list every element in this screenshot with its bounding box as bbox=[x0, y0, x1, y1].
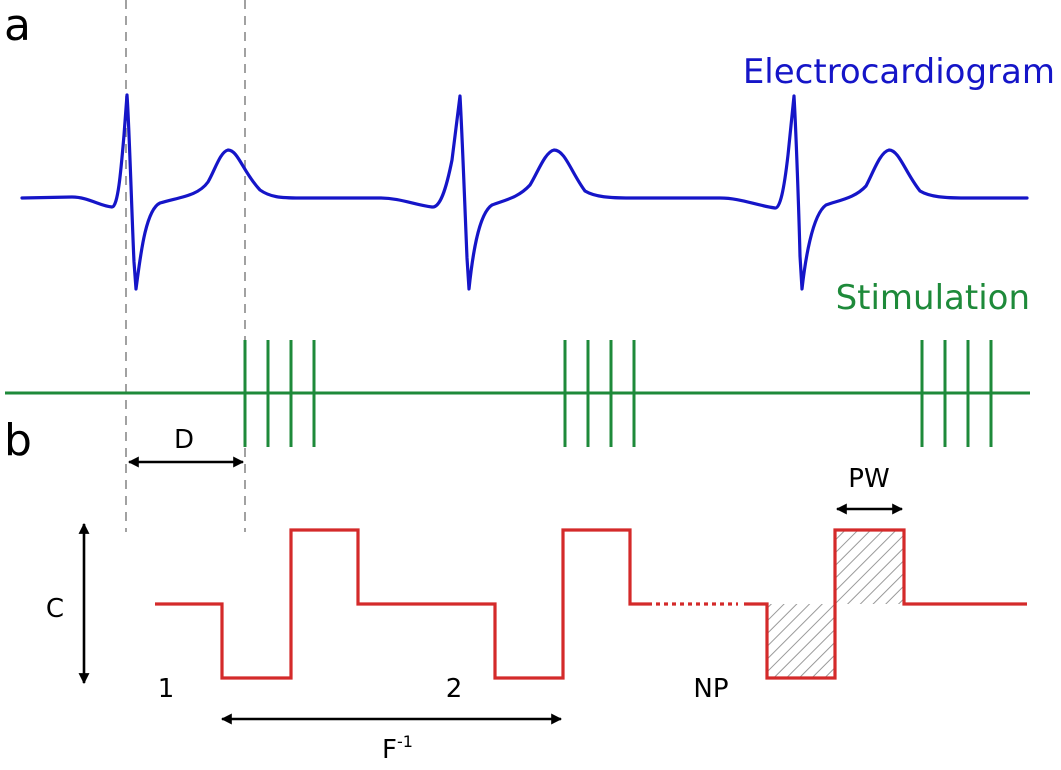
period-label: F-1 bbox=[382, 732, 413, 765]
ecg-trace bbox=[20, 93, 1029, 291]
pulse-waveform-part-1 bbox=[155, 528, 652, 680]
stimulation-burst-3 bbox=[920, 340, 993, 447]
delay-label: D bbox=[174, 425, 194, 455]
stimulation-label: Stimulation bbox=[836, 278, 1030, 318]
panel-label-a: a bbox=[4, 0, 31, 51]
hatch-anodic-phase bbox=[835, 530, 904, 604]
pulse-index-np: NP bbox=[693, 674, 728, 704]
pulse-index-1: 1 bbox=[158, 674, 175, 704]
ecg-label: Electrocardiogram bbox=[743, 52, 1055, 92]
stimulation-burst-2 bbox=[563, 340, 636, 447]
stimulation-burst-1 bbox=[243, 340, 316, 447]
period-label-exponent: -1 bbox=[397, 732, 413, 751]
hatch-cathodic-phase bbox=[767, 604, 835, 678]
pulse-waveform-part-2 bbox=[744, 528, 1027, 680]
panel-label-b: b bbox=[4, 415, 32, 466]
period-label-base: F bbox=[382, 735, 397, 765]
pulse-width-label: PW bbox=[848, 464, 889, 494]
current-label: C bbox=[46, 594, 64, 624]
pulse-index-2: 2 bbox=[446, 674, 463, 704]
